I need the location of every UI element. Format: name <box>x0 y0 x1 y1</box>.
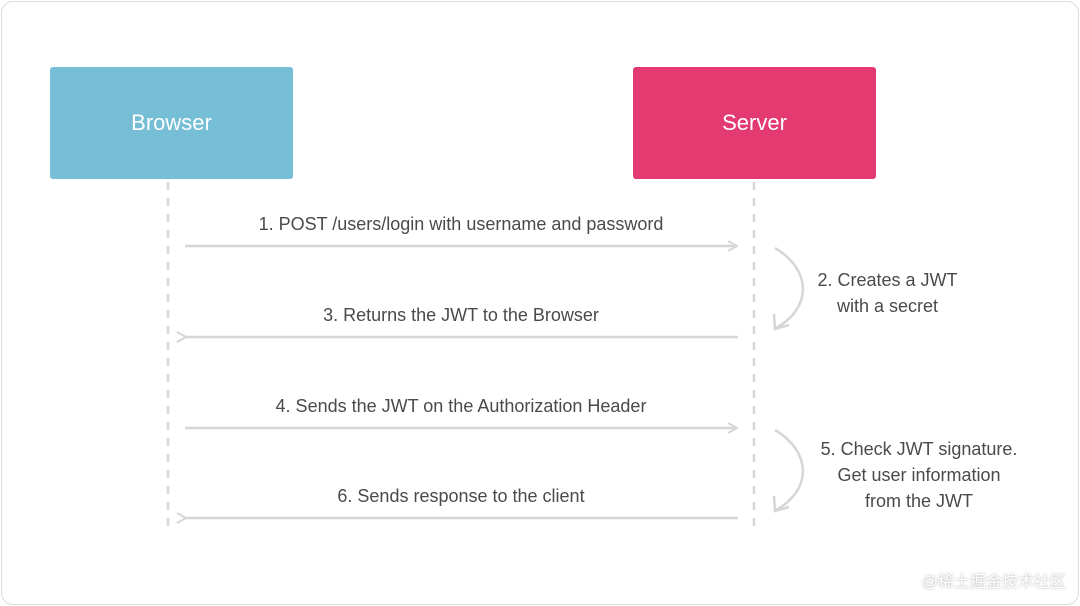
server-note-2: 2. Creates a JWT with a secret <box>800 267 975 319</box>
server-note-5: 5. Check JWT signature. Get user informa… <box>808 436 1030 514</box>
server-actor-box: Server <box>633 67 876 179</box>
message-label-6: 6. Sends response to the client <box>337 486 585 506</box>
self-process-arrowhead-5 <box>772 495 790 513</box>
server-actor-label: Server <box>722 110 787 135</box>
self-process-curve-2 <box>774 246 805 330</box>
message-label-3: 3. Returns the JWT to the Browser <box>323 305 599 325</box>
browser-actor-label: Browser <box>131 110 212 135</box>
self-process-arrowhead-2 <box>772 313 790 331</box>
server-note-2-line-1: 2. Creates a JWT <box>817 270 958 290</box>
server-note-5-line-3: from the JWT <box>864 491 973 511</box>
self-process-curve-5 <box>774 428 805 512</box>
watermark: @稀土掘金技术社区 <box>921 574 1066 591</box>
server-note-5-line-1: 5. Check JWT signature. <box>820 439 1018 459</box>
message-label-1: 1. POST /users/login with username and p… <box>258 214 664 234</box>
browser-actor-box: Browser <box>50 67 293 179</box>
server-note-2-line-2: with a secret <box>836 296 939 316</box>
server-note-5-line-2: Get user information <box>837 465 1001 485</box>
message-label-4: 4. Sends the JWT on the Authorization He… <box>275 396 647 416</box>
